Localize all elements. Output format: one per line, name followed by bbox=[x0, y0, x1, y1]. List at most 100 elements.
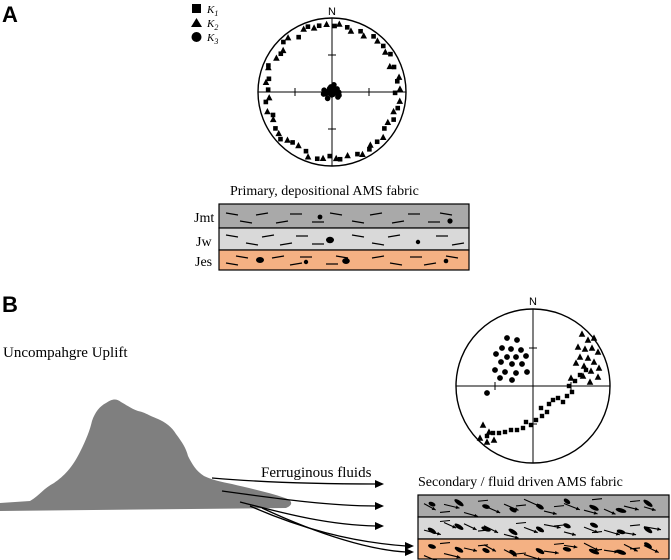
fabric-a-dash bbox=[271, 255, 285, 259]
fabric-b-grain bbox=[536, 503, 544, 510]
k1-square-icon bbox=[265, 87, 271, 92]
k3-circle-icon bbox=[322, 89, 329, 95]
k2-triangle-icon bbox=[344, 151, 351, 159]
k3-circle-icon bbox=[513, 354, 519, 360]
k3-circle-icon bbox=[332, 86, 338, 93]
k1-square-icon bbox=[380, 43, 386, 49]
k2-triangle-icon bbox=[332, 154, 340, 162]
k2-triangle-icon bbox=[262, 78, 270, 86]
fabric-b-grain bbox=[427, 527, 437, 535]
fabric-b-arrowhead bbox=[573, 544, 578, 549]
fabric-b-grain bbox=[428, 544, 436, 549]
k2-triangle-icon bbox=[275, 129, 283, 137]
fabric-b-dash bbox=[439, 542, 451, 545]
fabric-b-arrowhead bbox=[657, 527, 661, 531]
fabric-a-dash bbox=[289, 262, 303, 266]
fabric-a-grain bbox=[303, 259, 309, 265]
fabric-a-dash bbox=[245, 242, 259, 246]
k1-square-icon bbox=[572, 378, 578, 384]
fabric-b-arrowhead bbox=[654, 549, 659, 553]
legend-k3-circle-icon bbox=[191, 32, 202, 42]
k1-square-icon bbox=[508, 427, 514, 433]
svg-text:K1: K1 bbox=[206, 4, 218, 18]
fabric-b-grain bbox=[454, 499, 464, 507]
fabric-a-dash bbox=[261, 234, 275, 238]
fluid-arrow-1 bbox=[211, 477, 377, 485]
k3-circle-icon bbox=[498, 359, 504, 365]
k1-square-icon bbox=[546, 401, 552, 407]
k2-triangle-icon bbox=[580, 362, 588, 369]
fabric-b-dash bbox=[553, 505, 565, 508]
fluids-label: Ferruginous fluids bbox=[261, 465, 372, 481]
k3-circle-icon bbox=[499, 345, 505, 351]
fabric-b-arrowhead bbox=[456, 554, 461, 559]
k1-square-icon bbox=[564, 393, 570, 399]
fabric-a-dash bbox=[225, 234, 239, 238]
k1-square-icon bbox=[533, 417, 539, 423]
k1-square-icon bbox=[296, 34, 301, 40]
k1-square-icon bbox=[528, 422, 534, 428]
fluid-arrow-2 bbox=[221, 490, 377, 507]
k2-triangle-icon bbox=[572, 359, 580, 366]
fabric-b-dash bbox=[591, 548, 603, 551]
fabric-b-arrowhead bbox=[571, 532, 576, 536]
fabric-a-grain bbox=[342, 258, 350, 264]
fabric-b-arrow bbox=[423, 555, 437, 560]
k2-triangle-icon bbox=[588, 344, 596, 351]
k1-square-icon bbox=[520, 425, 526, 431]
fabric-a-dash bbox=[255, 212, 269, 216]
fluid-arrow-3 bbox=[239, 501, 377, 527]
fabric-b-arrowhead bbox=[436, 531, 441, 536]
k2-triangle-icon bbox=[581, 345, 589, 352]
k1-square-icon bbox=[388, 51, 393, 57]
fabric-b-arrowhead bbox=[452, 524, 457, 529]
legend-k2-triangle-icon bbox=[191, 18, 202, 27]
k2-triangle-icon bbox=[590, 334, 598, 341]
k1-square-icon bbox=[273, 126, 278, 131]
k1-square-icon bbox=[484, 433, 490, 439]
fabric-b-dash bbox=[591, 531, 603, 534]
fluid-arrow-5 bbox=[261, 507, 407, 553]
fabric-b-dash bbox=[515, 504, 527, 507]
k1-square-icon bbox=[391, 117, 396, 122]
fabric-b-arrowhead bbox=[611, 511, 616, 515]
fabric-b-grain bbox=[481, 526, 491, 532]
k3-circle-icon bbox=[509, 361, 515, 367]
k1-square-icon bbox=[327, 153, 333, 159]
fabric-b-arrowhead bbox=[634, 507, 639, 511]
legend-k2-label: K bbox=[206, 18, 215, 30]
fabric-b-grain bbox=[615, 507, 627, 513]
k2-triangle-icon bbox=[483, 438, 491, 445]
k1-square-icon bbox=[270, 112, 276, 118]
k2-triangle-icon bbox=[295, 141, 302, 149]
k1-square-icon bbox=[358, 28, 363, 34]
panel-a-fabric-block bbox=[218, 203, 470, 271]
fabric-b-arrowhead bbox=[651, 507, 656, 512]
fabric-a-grain bbox=[317, 214, 323, 220]
k2-triangle-icon bbox=[284, 136, 291, 143]
k2-triangle-icon bbox=[360, 32, 368, 39]
fabric-b-grain bbox=[615, 549, 627, 555]
panel-a-fabric-title: Primary, depositional AMS fabric bbox=[230, 184, 419, 199]
k2-triangle-icon bbox=[595, 364, 603, 371]
fabric-a-marks bbox=[225, 212, 465, 266]
k2-triangle-icon bbox=[594, 373, 602, 380]
k2-triangle-icon bbox=[384, 118, 392, 125]
fabric-b-grain bbox=[454, 523, 464, 530]
k2-triangle-icon bbox=[476, 434, 484, 441]
stereonet-a-north-label: N bbox=[328, 6, 336, 18]
fabric-b-grain bbox=[616, 529, 626, 535]
panel-b-letter: B bbox=[2, 292, 18, 317]
fabric-b-grain bbox=[535, 548, 545, 555]
k3-circle-icon bbox=[330, 91, 336, 98]
fabric-b-arrowhead bbox=[615, 531, 620, 536]
panel-b-fabric-title: Secondary / fluid driven AMS fabric bbox=[418, 475, 623, 490]
fabric-b-dash bbox=[515, 552, 527, 555]
k1-square-icon bbox=[560, 399, 566, 405]
panel-a-letter: A bbox=[2, 2, 18, 27]
k2-triangle-icon bbox=[396, 85, 404, 92]
fabric-b-arrowhead bbox=[632, 532, 637, 536]
fabric-b-arrowhead bbox=[575, 506, 580, 511]
svg-text:K2: K2 bbox=[206, 18, 218, 32]
k2-triangle-icon bbox=[485, 428, 493, 435]
